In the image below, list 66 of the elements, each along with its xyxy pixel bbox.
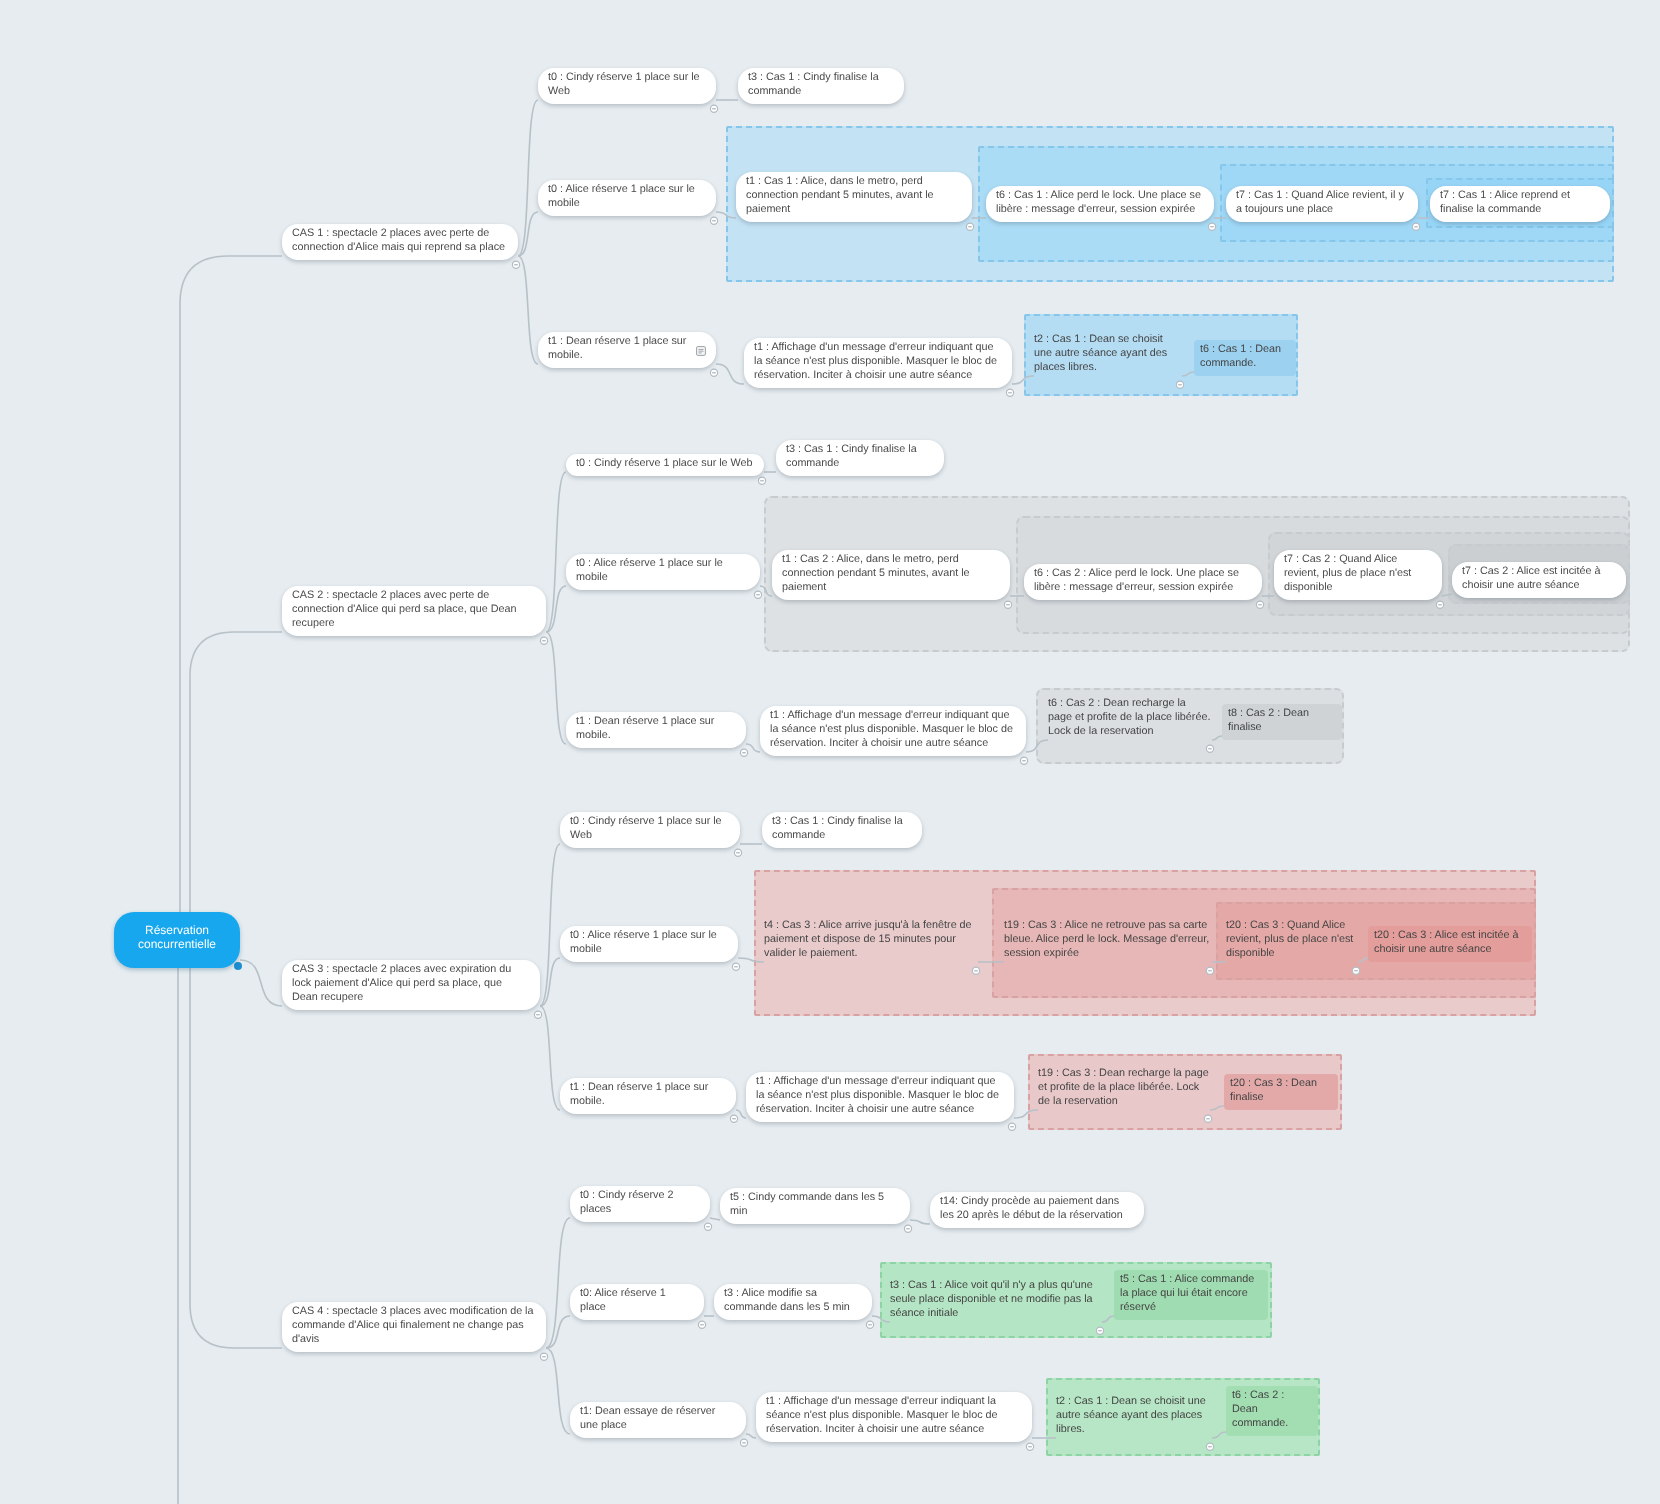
connector-line (1031, 1437, 1057, 1439)
boundary-area (978, 146, 1614, 262)
connector-line (739, 843, 763, 845)
connector-line (1013, 1109, 1039, 1119)
connector-line (735, 1109, 747, 1119)
connector-line (709, 1217, 721, 1221)
boundary-area (992, 888, 1536, 998)
connector-line (545, 631, 567, 745)
boundary-area (1216, 902, 1536, 980)
boundary-area (1028, 1054, 1342, 1130)
connector-line (737, 957, 765, 963)
boundary-area (1046, 1378, 1320, 1456)
connector-line (1011, 375, 1035, 385)
connector-line (977, 961, 1005, 963)
connector-line (763, 471, 777, 473)
connector-line (1209, 1105, 1225, 1111)
connector-line (1211, 735, 1223, 741)
connector-line (1357, 957, 1369, 963)
boundary-area (754, 870, 1536, 1016)
connector-line (545, 1347, 571, 1435)
boundary-area (1024, 314, 1298, 396)
connector-line (1025, 739, 1049, 753)
connector-line (1261, 595, 1275, 597)
connector-line (239, 959, 283, 1007)
boundary-area (880, 1262, 1272, 1338)
connector-line (745, 1433, 757, 1439)
connector-line (715, 99, 739, 101)
connector-line (1417, 217, 1431, 219)
connector-line (545, 1315, 571, 1349)
connector-line (545, 471, 567, 633)
connector-line (871, 1315, 891, 1323)
connector-line (545, 1217, 571, 1349)
boundary-area (1220, 164, 1614, 242)
connector-line (703, 1315, 715, 1317)
boundary-area (1268, 532, 1630, 616)
connector-line (189, 967, 283, 1349)
connector-line (715, 363, 745, 385)
connector-line (177, 967, 179, 1504)
connector-line (189, 631, 283, 913)
connector-line (909, 1219, 931, 1225)
boundary-area (1016, 516, 1630, 634)
connector-line (745, 743, 761, 753)
connector-line (1009, 595, 1025, 597)
connector-line (1181, 371, 1195, 377)
connector-line (1213, 217, 1227, 219)
connector-line (1211, 1431, 1227, 1439)
boundary-area (1426, 178, 1614, 228)
boundary-area (1036, 688, 1344, 764)
connector-line (539, 957, 561, 1007)
connector-line (759, 585, 773, 597)
connector-line (1211, 961, 1227, 963)
connector-line (971, 217, 987, 219)
boundary-area (1448, 544, 1630, 604)
connector-line (715, 211, 737, 219)
connector-line (1441, 593, 1453, 597)
topic-node (538, 332, 716, 368)
connector-line (545, 585, 567, 633)
connector-line (517, 211, 539, 257)
connector-line (539, 843, 561, 1007)
connector-line (1101, 1315, 1115, 1323)
connector-line (539, 1005, 561, 1111)
connector-line (517, 255, 539, 365)
connector-line (179, 255, 283, 913)
connector-line (517, 99, 539, 257)
boundary-area (726, 126, 1614, 282)
boundary-area (764, 496, 1630, 652)
